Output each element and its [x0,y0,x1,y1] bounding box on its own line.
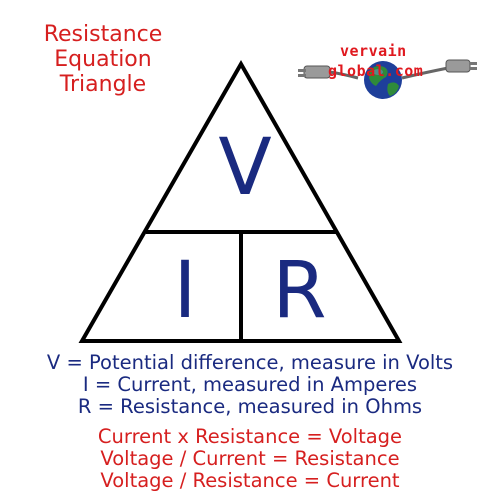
vervain-global-logo: vervain global.com [298,40,478,110]
equation-current: Voltage / Resistance = Current [100,469,400,492]
title-line-3: Triangle [59,72,147,97]
equation-voltage: Current x Resistance = Voltage [97,425,403,448]
diagram-title: Resistance Equation Triangle [18,22,188,97]
definition-voltage: V = Potential difference, measure in Vol… [46,351,454,374]
definition-current: I = Current, measured in Amperes [82,373,418,396]
voltage-letter: V [218,123,272,213]
globe-icon [364,61,402,99]
title-line-2: Equation [54,47,152,72]
definition-resistance: R = Resistance, measured in Ohms [77,395,423,418]
right-plug-icon [401,59,477,80]
definitions-list: V = Potential difference, measure in Vol… [0,352,500,418]
logo-text-line-2: global.com [328,62,424,80]
current-letter: I [173,246,197,336]
logo-text-line-1: vervain [340,42,407,60]
left-plug-icon [298,65,359,80]
equation-resistance: Voltage / Current = Resistance [100,447,400,470]
title-line-1: Resistance [43,22,163,47]
equations-list: Current x Resistance = Voltage Voltage /… [0,426,500,492]
logo-graphic [298,59,477,99]
resistance-letter: R [272,246,327,336]
